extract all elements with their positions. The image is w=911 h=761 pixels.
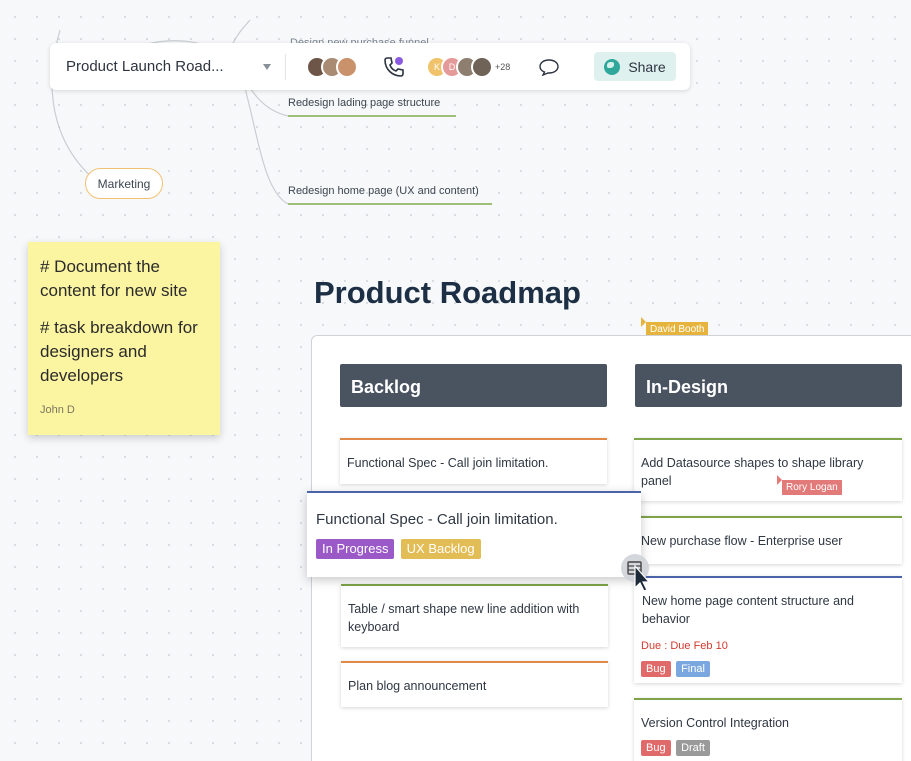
avatar[interactable] [471,55,493,78]
kanban-card[interactable]: New purchase flow - Enterprise user [634,516,902,564]
mindmap-item-home-page[interactable]: Redesign home page (UX and content) [288,185,479,197]
kanban-card[interactable]: Plan blog announcement [341,661,608,707]
toolbar-divider [285,53,286,80]
dragged-card[interactable]: Functional Spec - Call join limitation. … [307,491,641,577]
column-header-in-design[interactable]: In-Design [635,364,902,407]
phone-call-icon[interactable] [382,55,406,79]
sticky-note-line: # Document the content for new site [40,257,188,300]
mindmap-underline [288,203,492,205]
cursor-pointer-icon [641,317,646,327]
card-title: Plan blog announcement [348,679,487,693]
mindmap-node-marketing[interactable]: Marketing [85,168,163,199]
globe-icon [604,58,621,75]
viewer-avatars[interactable]: K D +28 [426,55,511,78]
tag-final[interactable]: Final [676,661,710,677]
document-title[interactable]: Product Launch Road... [66,58,224,75]
kanban-card[interactable]: Add Datasource shapes to shape library p… [634,438,902,501]
kanban-card[interactable]: Version Control Integration Bug Draft [634,698,902,761]
more-users-count[interactable]: +28 [495,61,511,72]
sticky-note-author: John D [40,404,75,416]
mindmap-underline [288,115,456,117]
collaborator-cursor-label: Rory Logan [782,480,842,495]
card-title: Version Control Integration [641,716,790,730]
top-toolbar: Product Launch Road... K D +28 Share [50,43,690,90]
card-title: Add Datasource shapes to shape library p… [641,456,864,488]
kanban-card[interactable]: Table / smart shape new line addition wi… [341,584,608,647]
tag-bug[interactable]: Bug [641,661,671,677]
page-title[interactable]: Product Roadmap [314,275,581,310]
share-button[interactable]: Share [594,52,676,81]
kanban-card[interactable]: New home page content structure and beha… [634,576,902,683]
chevron-down-icon[interactable] [263,63,271,70]
avatar[interactable] [336,55,358,78]
card-title: Table / smart shape new line addition wi… [348,602,580,634]
sticky-note[interactable]: # Document the content for new site # ta… [28,242,220,435]
kanban-card[interactable]: Functional Spec - Call join limitation. [340,438,607,484]
card-title: New home page content structure and beha… [642,594,854,626]
sticky-note-line: # task breakdown for designers and devel… [40,318,198,385]
share-button-label: Share [628,58,666,75]
card-title: Functional Spec - Call join limitation. [347,456,549,470]
due-date: Due : Due Feb 10 [641,640,728,652]
column-header-backlog[interactable]: Backlog [340,364,607,407]
collaborator-avatars[interactable] [306,55,358,78]
cursor-pointer-icon [777,475,782,485]
collaborator-cursor-label: David Booth [646,322,709,337]
card-title: Functional Spec - Call join limitation. [316,511,558,528]
drag-cursor-icon [620,552,652,592]
mindmap-item-landing-page[interactable]: Redesign lading page structure [288,97,441,109]
tag-ux-backlog[interactable]: UX Backlog [400,539,481,559]
tag-draft[interactable]: Draft [676,740,710,756]
tag-in-progress[interactable]: In Progress [316,539,395,559]
card-title: New purchase flow - Enterprise user [641,534,843,548]
tag-bug[interactable]: Bug [641,740,671,756]
comment-icon[interactable] [538,58,560,76]
